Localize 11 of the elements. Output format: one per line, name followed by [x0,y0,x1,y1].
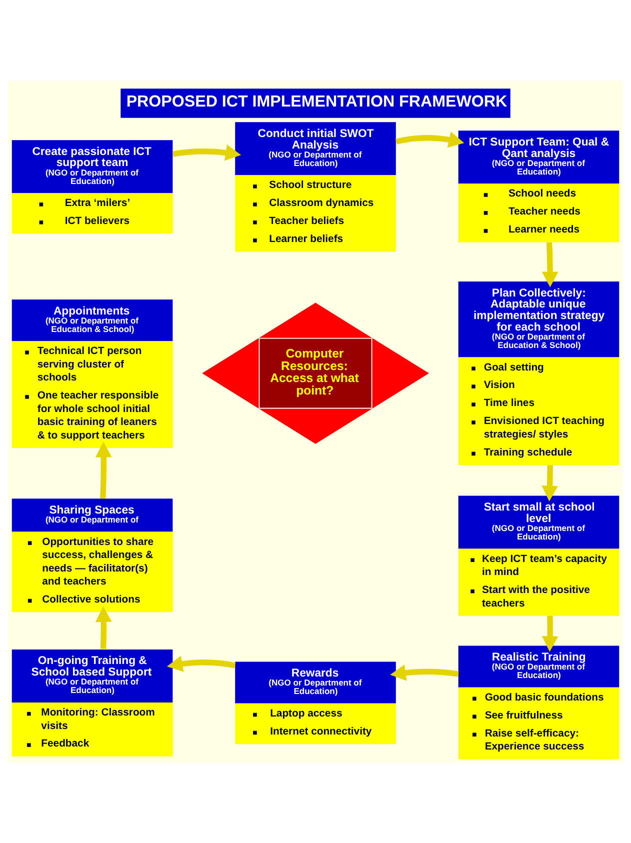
arrow [166,655,236,672]
node-diamond: Computer Resources: Access at what point? [202,302,429,444]
arrow [95,606,112,648]
arrow [390,664,459,680]
arrow [542,464,558,501]
diagram-title: PROPOSED ICT IMPLEMENTATION FRAMEWORK [126,92,508,110]
arrow [95,441,112,498]
arrow [542,242,558,287]
arrow [542,615,558,652]
arrow [172,144,242,160]
arrow [396,131,464,148]
